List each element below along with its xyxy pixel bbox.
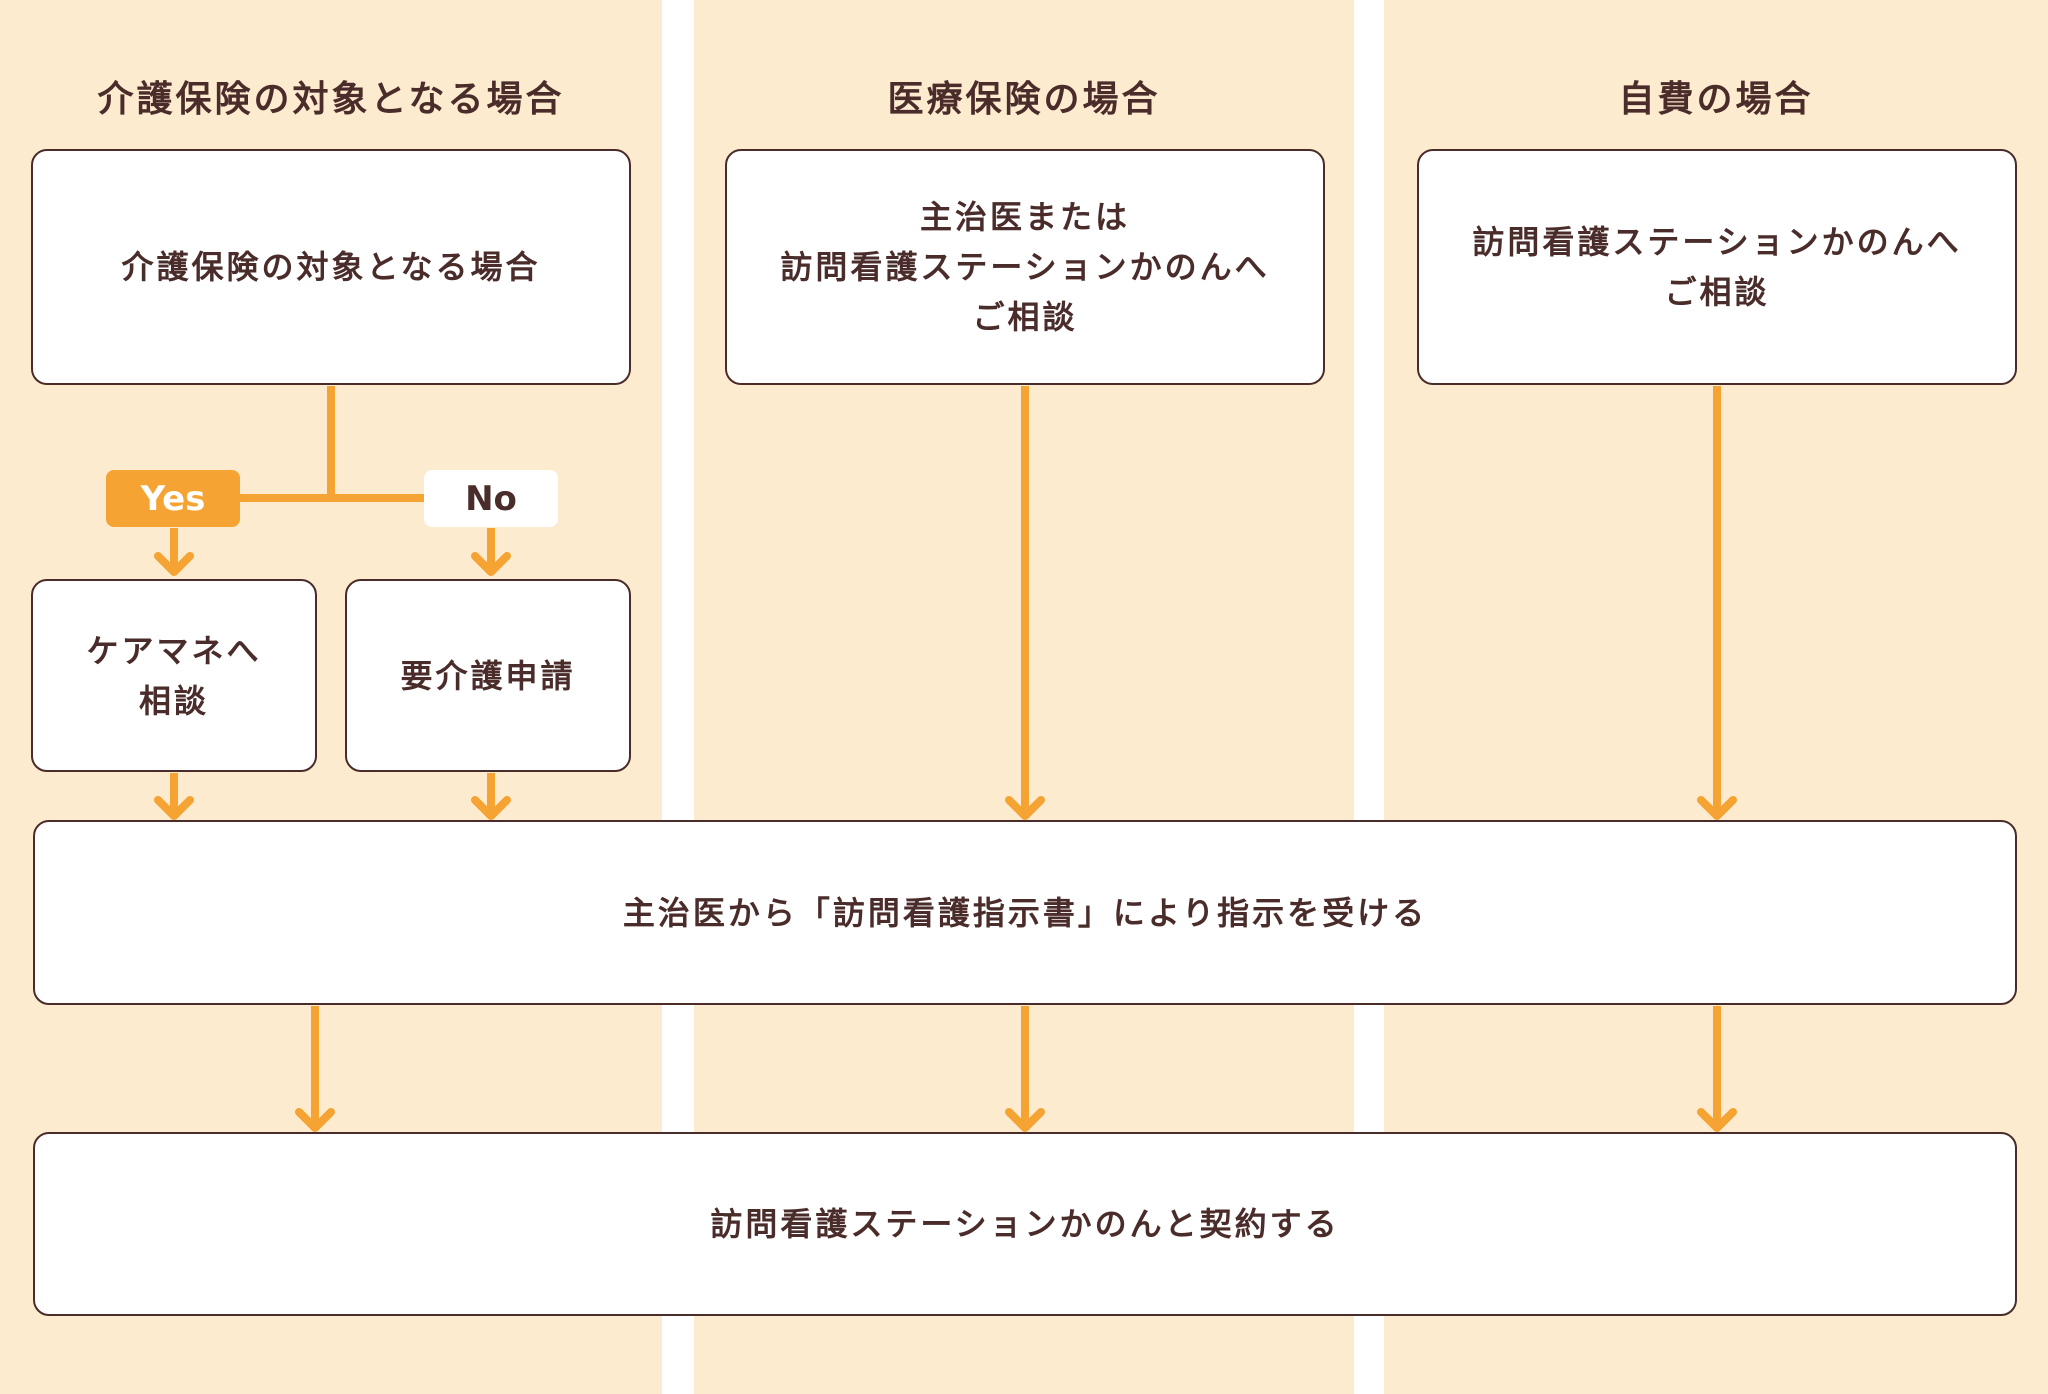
column-header-care-insurance: 介護保険の対象となる場合 xyxy=(97,79,565,120)
column-header-medical-insurance: 医療保険の場合 xyxy=(887,79,1161,120)
column-header-self-pay: 自費の場合 xyxy=(1618,79,1814,120)
box-consult-station-text: 訪問看護ステーションかのんへ ご相談 xyxy=(1472,223,1962,311)
box-care-insurance-eligible: 介護保険の対象となる場合 xyxy=(31,149,631,385)
yes-badge: Yes xyxy=(106,470,240,527)
box-sign-contract-text: 訪問看護ステーションかのんと契約する xyxy=(710,1205,1340,1243)
box-care-insurance-eligible-text: 介護保険の対象となる場合 xyxy=(121,248,541,286)
box-care-certification-application-text: 要介護申請 xyxy=(400,656,576,695)
no-badge: No xyxy=(424,470,558,527)
box-consult-care-manager-text: ケアマネへ 相談 xyxy=(86,631,262,720)
box-consult-doctor-or-station-text: 主治医または 訪問看護ステーションかのんへ ご相談 xyxy=(780,198,1270,336)
box-receive-instruction: 主治医から「訪問看護指示書」により指示を受ける xyxy=(33,820,2017,1005)
box-receive-instruction-text: 主治医から「訪問看護指示書」により指示を受ける xyxy=(622,893,1428,932)
box-consult-care-manager: ケアマネへ 相談 xyxy=(31,579,317,772)
box-sign-contract: 訪問看護ステーションかのんと契約する xyxy=(33,1132,2017,1316)
box-care-certification-application: 要介護申請 xyxy=(345,579,631,772)
box-consult-station: 訪問看護ステーションかのんへ ご相談 xyxy=(1417,149,2017,385)
box-consult-doctor-or-station: 主治医または 訪問看護ステーションかのんへ ご相談 xyxy=(725,149,1325,385)
